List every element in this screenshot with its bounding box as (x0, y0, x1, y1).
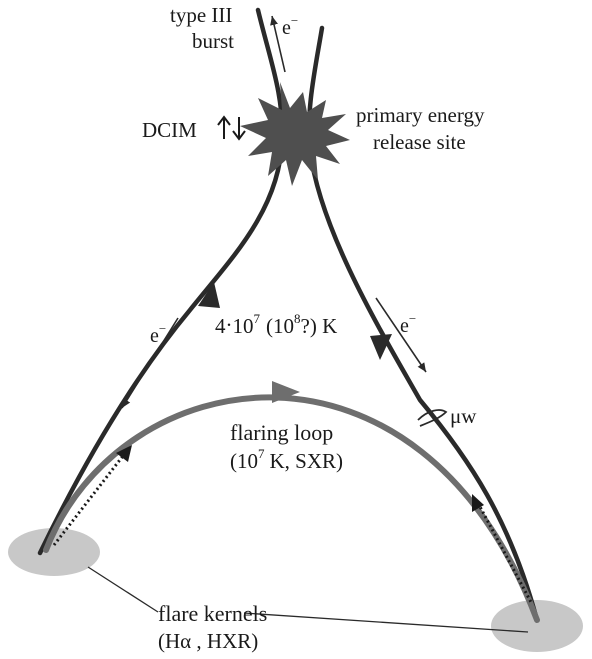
microwave-label: μw (450, 404, 477, 428)
left-line-arrowhead (198, 282, 220, 308)
flare-kernels-label: flare kernels (158, 601, 267, 626)
electron-label-left: e− (150, 321, 166, 347)
loop-direction-arrow (272, 381, 300, 403)
type-iii-label: type III (170, 3, 232, 27)
release-site-label: release site (373, 130, 466, 154)
flaring-loop-label: flaring loop (230, 420, 333, 445)
electron-arrow-right (375, 297, 427, 373)
dcim-label: DCIM (142, 118, 197, 142)
flare-kernels-detail: (Hα , HXR) (158, 629, 258, 653)
kernel-left (8, 528, 100, 576)
kernel-right (491, 600, 583, 652)
electron-label-right: e− (400, 311, 416, 337)
energy-release-star (240, 82, 350, 186)
kernel-leader-left (87, 566, 159, 613)
primary-energy-label: primary energy (356, 103, 485, 127)
microwave-icon (417, 409, 448, 427)
burst-label: burst (192, 29, 234, 53)
electron-label-top: e− (282, 13, 298, 39)
right-dotted-arrowhead (472, 494, 484, 512)
temperature-label: 4·107(108?) K (215, 311, 337, 338)
left-field-line (37, 7, 285, 556)
dcim-arrows (217, 115, 246, 141)
electron-arrow-left (121, 317, 179, 409)
electron-arrow-top (270, 15, 286, 73)
right-field-line (306, 25, 540, 623)
right-line-arrowhead (370, 334, 392, 360)
right-dotted-line (476, 502, 534, 605)
kernel-leader-right (243, 612, 529, 633)
left-dotted-arrowhead (116, 445, 132, 462)
